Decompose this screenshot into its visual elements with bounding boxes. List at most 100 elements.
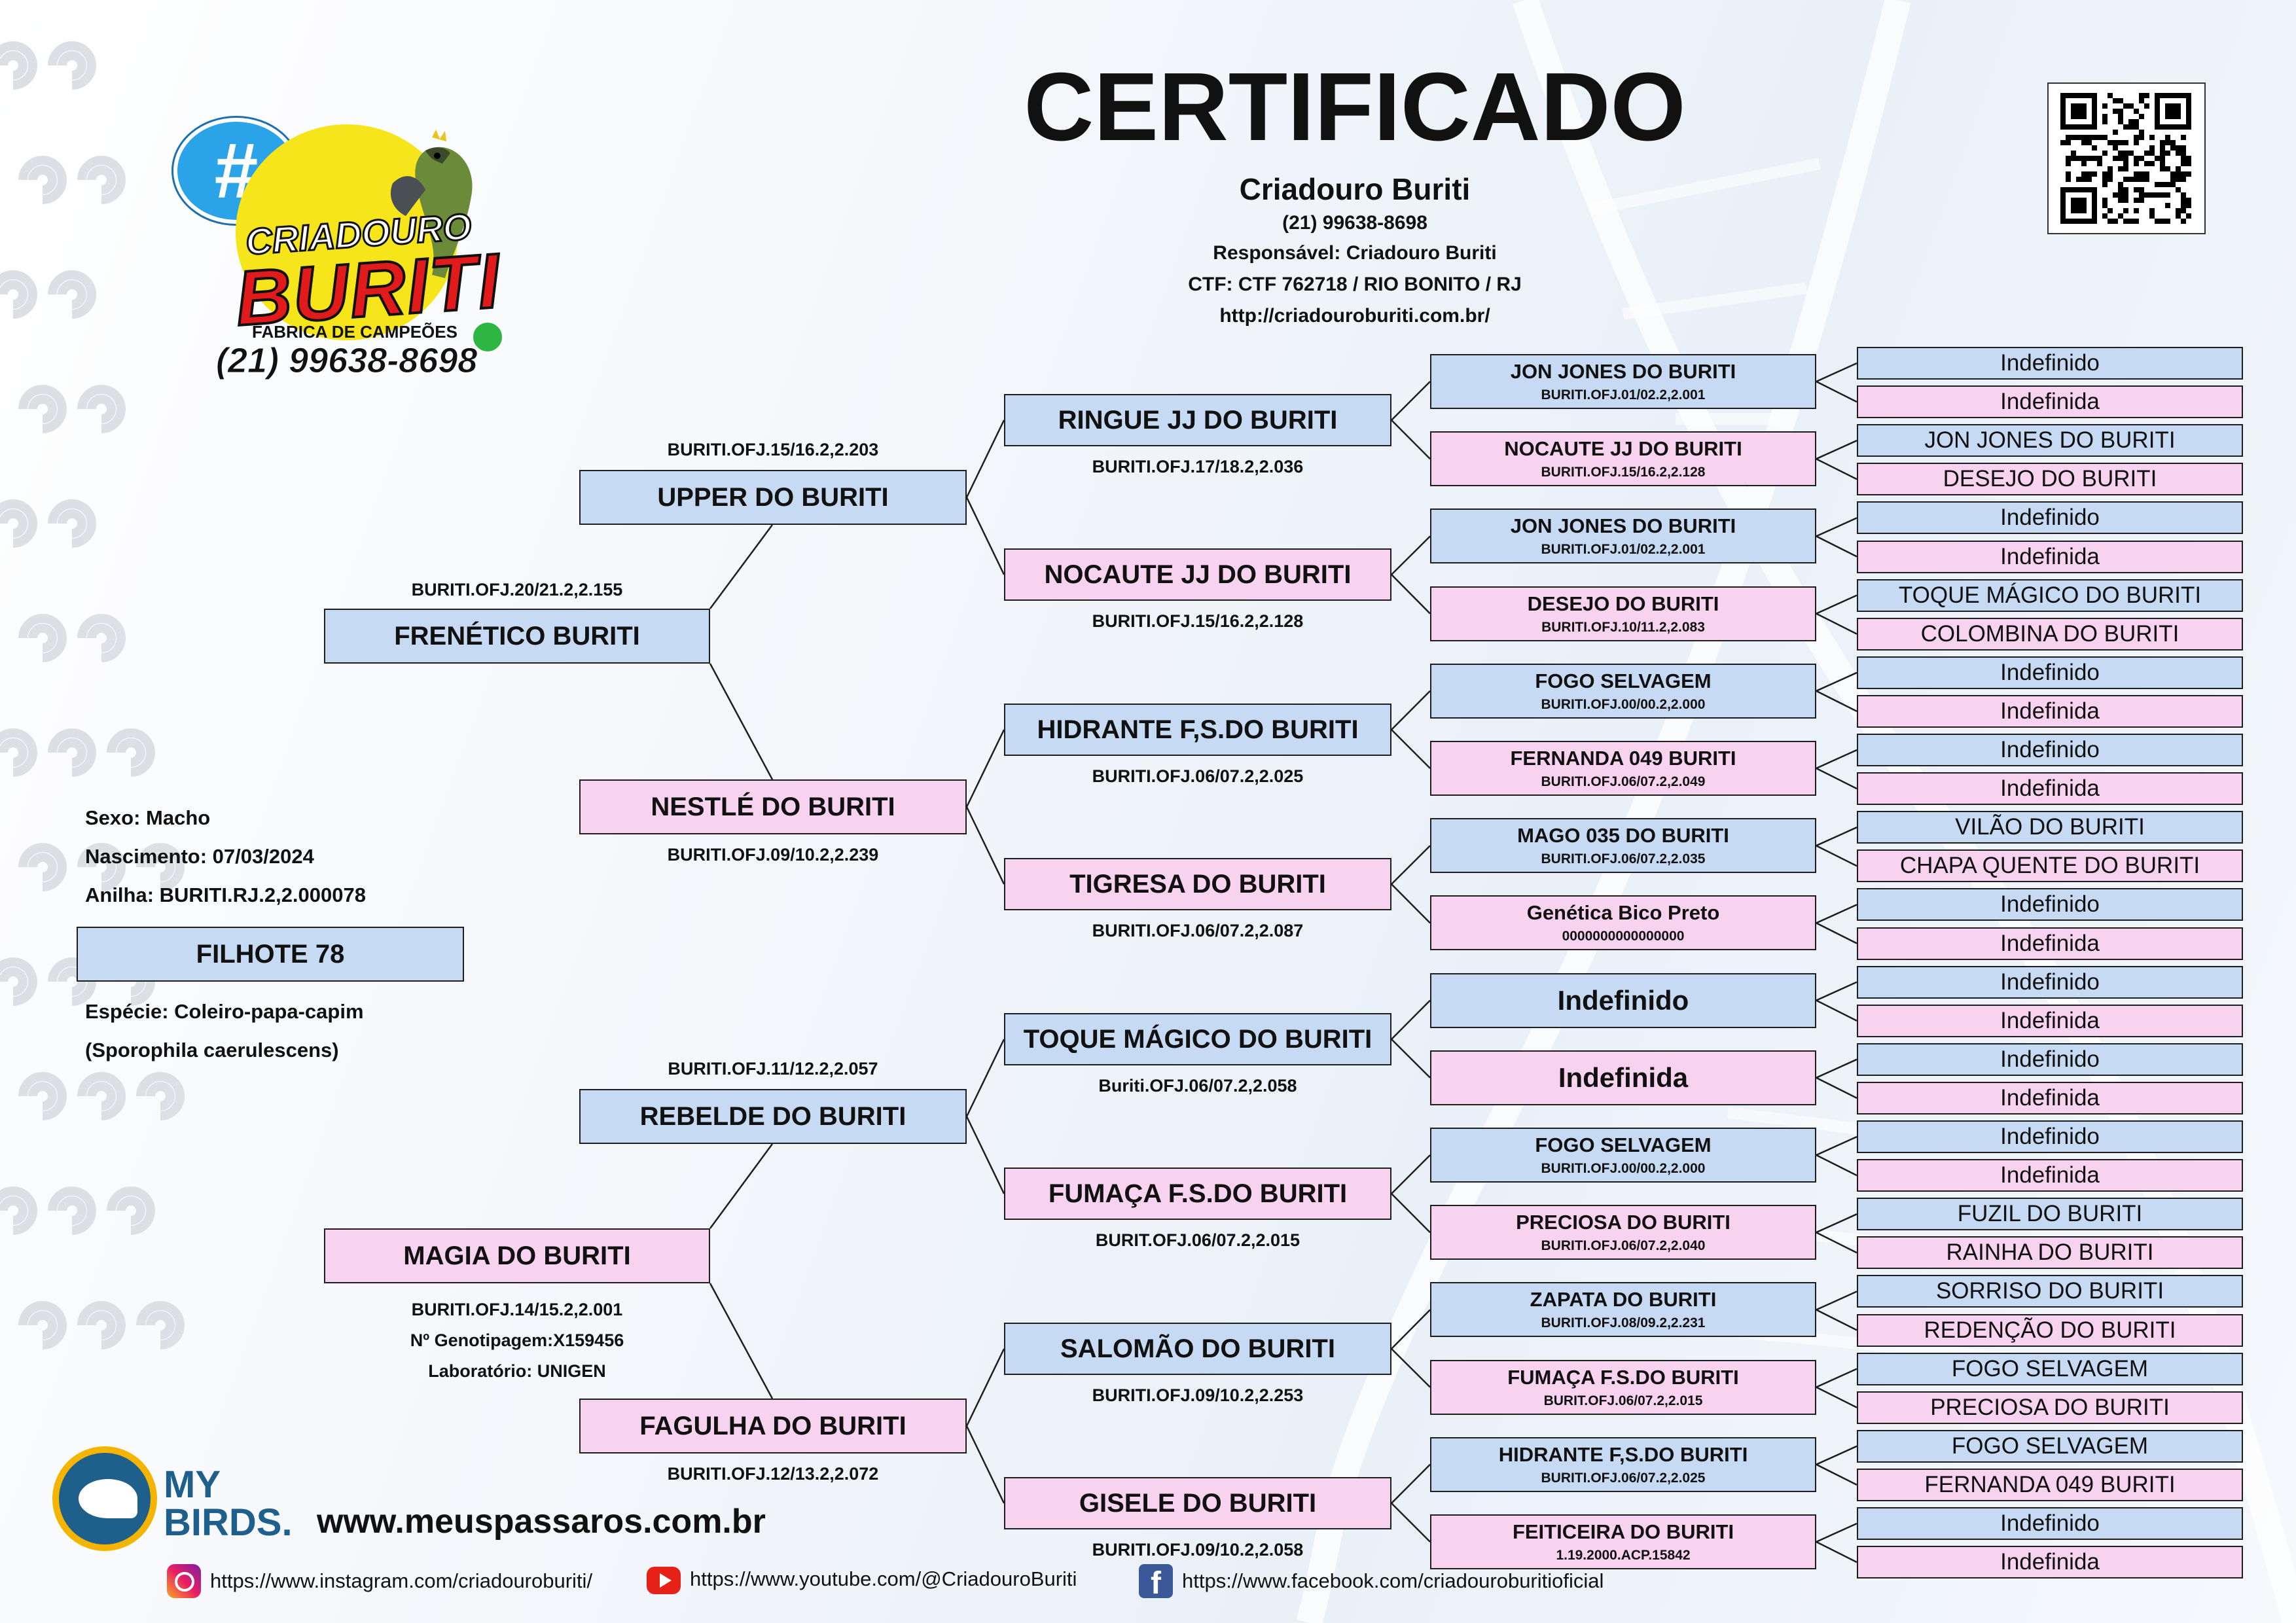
gen4-box: Indefinido <box>1430 973 1816 1028</box>
gen3-registration: BURITI.OFJ.17/18.2,2.036 <box>1092 457 1304 476</box>
gen4-registration: BURITI.OFJ.15/16.2,2.128 <box>1541 464 1706 480</box>
gen5-name: Indefinido <box>2000 659 2100 685</box>
facebook-link[interactable]: f https://www.facebook.com/criadouroburi… <box>1139 1564 1604 1598</box>
gen5-box: Indefinido <box>1857 1507 2243 1540</box>
gen3-name: RINGUE JJ DO BURITI <box>1058 406 1338 435</box>
gen3-name: FUMAÇA F.S.DO BURITI <box>1048 1179 1348 1208</box>
gen5-name: Indefinido <box>2000 504 2100 530</box>
gen5-name: Indefinido <box>2000 1123 2100 1149</box>
gen4-name: JON JONES DO BURITI <box>1510 514 1736 538</box>
grandparent-box: FAGULHA DO BURITI <box>579 1399 967 1454</box>
gen4-registration: BURITI.OFJ.01/02.2,2.001 <box>1541 387 1706 402</box>
gen4-name: FOGO SELVAGEM <box>1535 1133 1712 1157</box>
gen4-registration: BURITI.OFJ.06/07.2,2.035 <box>1541 851 1706 866</box>
bird-birth-date: Nascimento: 07/03/2024 <box>85 845 314 868</box>
gen5-name: CHAPA QUENTE DO BURITI <box>1899 852 2200 878</box>
gen3-name: TIGRESA DO BURITI <box>1069 870 1326 899</box>
gen4-registration: BURITI.OFJ.00/00.2,2.000 <box>1541 696 1706 712</box>
gen5-box: Indefinida <box>1857 1546 2243 1578</box>
gen3-box: GISELE DO BURITI <box>1004 1477 1391 1529</box>
breeder-responsible: Responsável: Criadouro Buriti <box>1213 242 1497 264</box>
gen4-name: PRECIOSA DO BURITI <box>1516 1211 1731 1234</box>
mybirds-emblem <box>52 1446 157 1551</box>
gen4-name: NOCAUTE JJ DO BURITI <box>1504 437 1742 461</box>
gen5-box: RAINHA DO BURITI <box>1857 1236 2243 1269</box>
gen4-registration: 1.19.2000.ACP.15842 <box>1556 1547 1691 1563</box>
gen5-name: Indefinido <box>2000 736 2100 762</box>
subject-bird-name: FILHOTE 78 <box>196 940 345 969</box>
grandparent-registration: BURITI.OFJ.11/12.2,2.057 <box>668 1059 878 1079</box>
gen5-box: PRECIOSA DO BURITI <box>1857 1391 2243 1424</box>
youtube-link[interactable]: https://www.youtube.com/@CriadouroBuriti <box>647 1564 1077 1594</box>
gen3-registration: BURITI.OFJ.06/07.2,2.025 <box>1092 766 1304 786</box>
gen3-name: SALOMÃO DO BURITI <box>1060 1334 1335 1363</box>
grandparent-registration: BURITI.OFJ.09/10.2,2.239 <box>667 845 879 865</box>
gen5-name: Indefinido <box>2000 891 2100 917</box>
gen4-registration: BURITI.OFJ.06/07.2,2.040 <box>1541 1238 1706 1253</box>
gen5-name: FUZIL DO BURITI <box>1957 1200 2143 1226</box>
gen5-box: TOQUE MÁGICO DO BURITI <box>1857 579 2243 612</box>
breeder-website[interactable]: http://criadouroburiti.com.br/ <box>1219 305 1490 327</box>
gen4-name: Indefinido <box>1557 984 1689 1016</box>
gen5-name: Indefinido <box>2000 1510 2100 1536</box>
gen3-box: TOQUE MÁGICO DO BURITI <box>1004 1013 1391 1065</box>
gen5-box: Indefinido <box>1857 347 2243 380</box>
subject-bird-box: FILHOTE 78 <box>77 927 464 982</box>
gen5-box: DESEJO DO BURITI <box>1857 463 2243 495</box>
gen5-name: FOGO SELVAGEM <box>1951 1433 2149 1459</box>
gen5-box: SORRISO DO BURITI <box>1857 1275 2243 1308</box>
gen5-name: Indefinida <box>2000 775 2100 801</box>
bird-ring: Anilha: BURITI.RJ.2,2.000078 <box>85 883 366 906</box>
mybirds-logo: MY BIRDS. <box>52 1446 301 1558</box>
facebook-url: https://www.facebook.com/criadouroburiti… <box>1182 1569 1604 1592</box>
bird-sex: Sexo: Macho <box>85 806 211 829</box>
gen4-registration: BURITI.OFJ.00/00.2,2.000 <box>1541 1160 1706 1176</box>
gen5-name: Indefinida <box>2000 543 2100 569</box>
gen4-name: FUMAÇA F.S.DO BURITI <box>1507 1366 1739 1389</box>
grandparent-registration: BURITI.OFJ.12/13.2,2.072 <box>667 1464 879 1484</box>
gen5-name: SORRISO DO BURITI <box>1935 1277 2164 1304</box>
breeder-phone: (21) 99638-8698 <box>1282 212 1427 234</box>
mother-laboratory: Laboratório: UNIGEN <box>428 1361 606 1381</box>
gen5-box: Indefinida <box>1857 1082 2243 1115</box>
gen5-name: RAINHA DO BURITI <box>1946 1239 2154 1265</box>
grandparent-box: NESTLÉ DO BURITI <box>579 779 967 834</box>
gen5-name: Indefinido <box>2000 1046 2100 1072</box>
gen3-box: TIGRESA DO BURITI <box>1004 858 1391 910</box>
breeder-name: Criadouro Buriti <box>1239 172 1471 206</box>
instagram-link[interactable]: https://www.instagram.com/criadouroburit… <box>167 1564 592 1598</box>
gen4-registration: BURIT.OFJ.06/07.2,2.015 <box>1543 1393 1703 1408</box>
gen5-name: COLOMBINA DO BURITI <box>1920 620 2179 647</box>
gen5-name: Indefinida <box>2000 1162 2100 1188</box>
footer-site[interactable]: www.meuspassaros.com.br <box>317 1503 766 1541</box>
gen4-name: Indefinida <box>1558 1061 1689 1093</box>
gen5-box: FOGO SELVAGEM <box>1857 1430 2243 1463</box>
mybirds-text-my: MY <box>164 1463 221 1506</box>
grandparent-registration: BURITI.OFJ.15/16.2,2.203 <box>667 440 879 459</box>
gen4-registration: BURITI.OFJ.01/02.2,2.001 <box>1541 541 1706 557</box>
gen3-registration: BURITI.OFJ.15/16.2,2.128 <box>1092 611 1304 631</box>
qr-code <box>2047 82 2206 234</box>
gen5-box: JON JONES DO BURITI <box>1857 424 2243 457</box>
instagram-url: https://www.instagram.com/criadouroburit… <box>210 1569 593 1592</box>
grandparent-name: UPPER DO BURITI <box>657 483 889 512</box>
gen5-name: JON JONES DO BURITI <box>1924 427 2176 453</box>
gen5-box: Indefinida <box>1857 541 2243 573</box>
breeder-logo: # CRIADOURO BURITI FABRICA DE CAMPEÕES (… <box>170 85 511 393</box>
gen4-name: HIDRANTE F,S.DO BURITI <box>1498 1443 1748 1467</box>
gen3-name: NOCAUTE JJ DO BURITI <box>1044 560 1352 589</box>
gen5-box: Indefinida <box>1857 772 2243 805</box>
gen5-name: Indefinido <box>2000 349 2100 376</box>
facebook-icon: f <box>1139 1564 1173 1598</box>
gen3-box: FUMAÇA F.S.DO BURITI <box>1004 1168 1391 1220</box>
gen5-box: Indefinido <box>1857 888 2243 921</box>
grandparent-name: NESTLÉ DO BURITI <box>651 793 895 821</box>
gen5-name: Indefinida <box>2000 698 2100 724</box>
gen5-box: FOGO SELVAGEM <box>1857 1353 2243 1385</box>
gen4-box: FUMAÇA F.S.DO BURITI BURIT.OFJ.06/07.2,2.… <box>1430 1360 1816 1415</box>
instagram-icon <box>167 1564 201 1598</box>
